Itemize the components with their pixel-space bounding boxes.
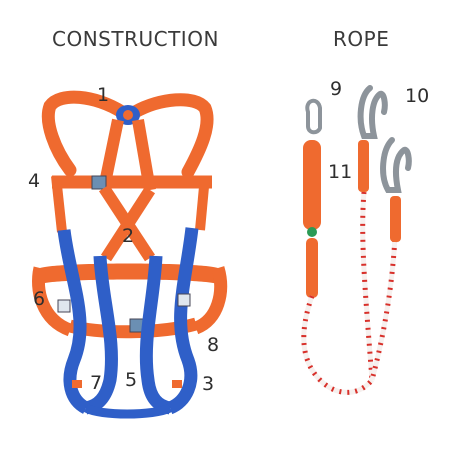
- leg-loop-bottom: [83, 403, 173, 419]
- callout-6: 6: [33, 288, 46, 310]
- callout-4: 4: [28, 170, 41, 192]
- right-leg-strap: [167, 227, 199, 415]
- callout-10: 10: [405, 85, 430, 107]
- right-shoulder-strap: [128, 93, 214, 179]
- large-hook-1: [357, 85, 388, 139]
- large-hook-2: [380, 137, 412, 193]
- callout-11: 11: [328, 161, 353, 183]
- callout-8: 8: [207, 334, 220, 356]
- rope-left: [301, 295, 374, 395]
- callout-2: 2: [122, 225, 135, 247]
- small-carabiner: [305, 98, 322, 135]
- rope-title: ROPE: [333, 27, 390, 51]
- chest-buckle: [91, 175, 107, 190]
- cross-strap-b: [100, 186, 156, 262]
- construction-title: CONSTRUCTION: [52, 27, 219, 51]
- callout-9: 9: [330, 78, 343, 100]
- callout-1: 1: [97, 84, 110, 106]
- left-leg-strap: [57, 229, 90, 414]
- shock-absorber: [303, 140, 321, 230]
- callout-3: 3: [202, 373, 215, 395]
- right-side-buckle: [177, 293, 191, 307]
- left-shoulder-strap: [41, 90, 129, 177]
- callout-7: 7: [90, 372, 103, 394]
- waist-belt: [40, 263, 218, 284]
- left-side-buckle: [57, 299, 71, 313]
- callout-5: 5: [125, 369, 138, 391]
